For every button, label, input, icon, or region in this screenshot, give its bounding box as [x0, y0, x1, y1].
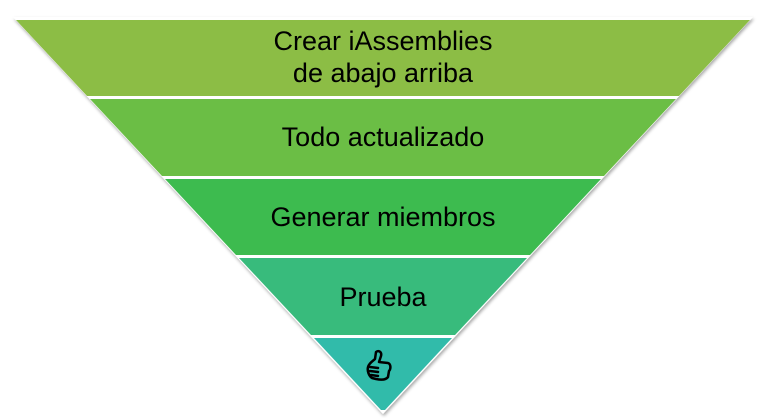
funnel-level-4: [239, 258, 527, 335]
level-2-label: Todo actualizado: [281, 122, 485, 152]
funnel-level-5: [314, 338, 452, 410]
thumbs-up-icon: [366, 349, 392, 381]
level-1-label-line2: de abajo arriba: [292, 58, 474, 88]
funnel-level-3: [165, 179, 601, 255]
funnel-level-1: [16, 20, 750, 96]
level-1-label-line1: Crear iAssemblies: [273, 26, 493, 56]
level-3-label: Generar miembros: [270, 202, 496, 232]
funnel-level-2: [90, 99, 676, 176]
level-4-label: Prueba: [339, 282, 427, 312]
